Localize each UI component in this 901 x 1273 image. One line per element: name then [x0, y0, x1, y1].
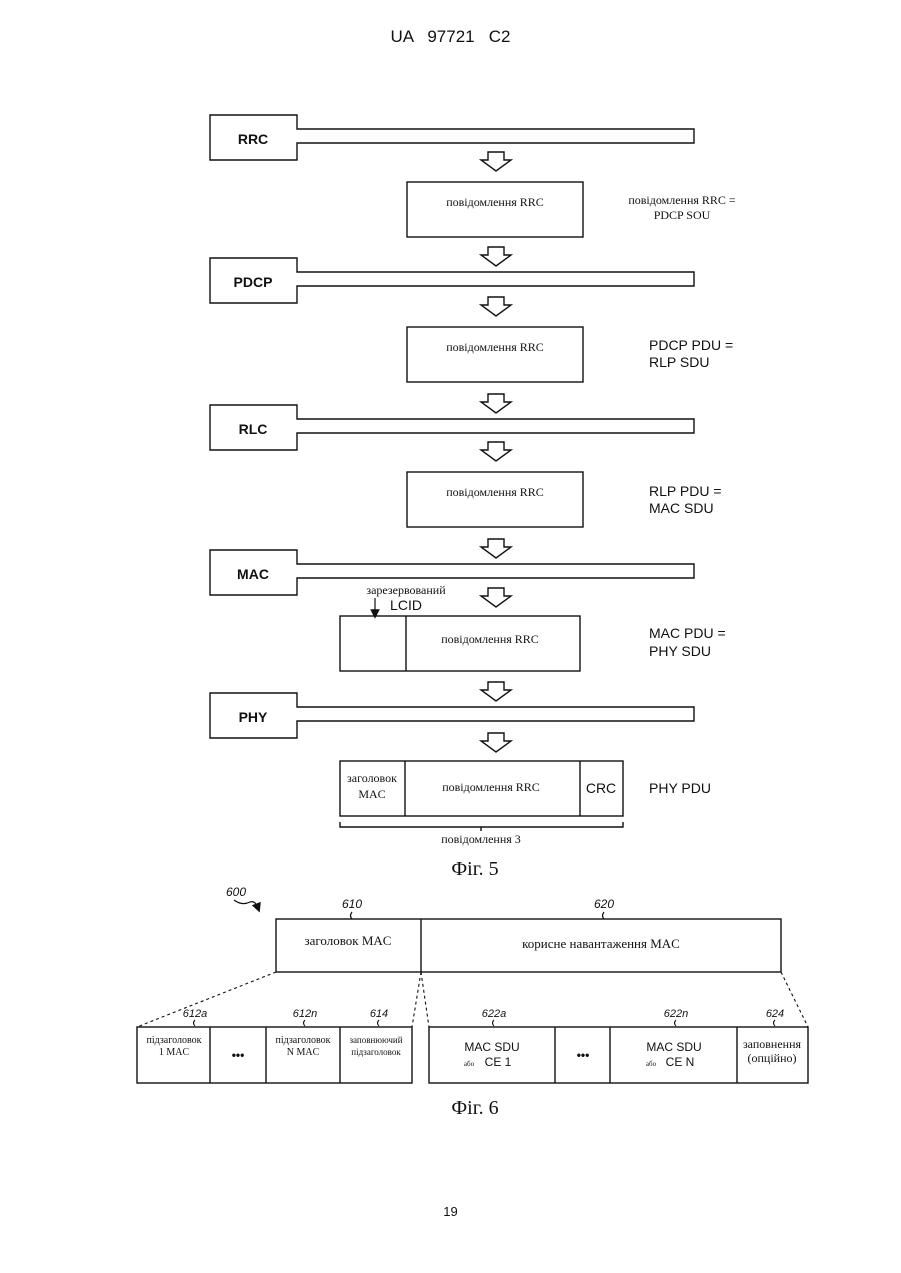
- down-arrow-icon: [481, 442, 511, 461]
- crc-label: CRC: [586, 780, 616, 796]
- figure-caption: Фіг. 6: [451, 1097, 498, 1119]
- payload-label: MAC SDU: [464, 1040, 519, 1054]
- payload-label: CE N: [666, 1055, 695, 1069]
- message-box: [407, 472, 583, 527]
- reference-tick: [774, 1020, 776, 1026]
- down-arrow-icon: [481, 394, 511, 413]
- message-label: повідомлення RRC: [446, 340, 544, 354]
- reference-number: 612n: [293, 1008, 317, 1020]
- brace-label: повідомлення 3: [441, 832, 521, 846]
- box-note: повідомлення RRC =: [628, 193, 736, 207]
- page-number: 19: [0, 1204, 901, 1219]
- ellipsis-icon: •••: [232, 1048, 245, 1062]
- figure-6: 600 610 620 заголовок MAC корисне навантажен…: [137, 885, 808, 1119]
- subheader-label: 1 MAC: [159, 1047, 190, 1058]
- layer-label: PHY: [239, 709, 268, 725]
- figure-5: RRC PDCP RLC MAC PHY повідомлення RRC повідомл…: [210, 115, 736, 880]
- reference-tick: [675, 1020, 677, 1026]
- down-arrow-icon: [481, 152, 511, 171]
- expansion-line: [781, 972, 808, 1027]
- mac-payload-label: корисне навантаження MAC: [522, 936, 680, 951]
- box-note: PDCP PDU =: [649, 337, 733, 353]
- box-note: MAC SDU: [649, 500, 714, 516]
- expansion-line: [421, 972, 429, 1027]
- subheader-label: заповнюючий: [349, 1035, 402, 1045]
- reference-number: 622n: [664, 1008, 688, 1020]
- reference-number: 624: [766, 1008, 784, 1020]
- payload-label: MAC SDU: [646, 1040, 701, 1054]
- subheader-label: N MAC: [287, 1047, 320, 1058]
- message-box: [407, 327, 583, 382]
- reference-number: 610: [342, 897, 362, 911]
- message-label: повідомлення RRC: [441, 632, 539, 646]
- reference-number: 600: [226, 885, 246, 899]
- layer-label: RLC: [239, 421, 268, 437]
- message-label: повідомлення RRC: [446, 485, 544, 499]
- reference-tick: [493, 1020, 495, 1026]
- ellipsis-icon: •••: [577, 1048, 590, 1062]
- down-arrow-icon: [481, 247, 511, 266]
- reference-number: 614: [370, 1008, 388, 1020]
- layer-box: [210, 115, 694, 160]
- layer-label: MAC: [237, 566, 269, 582]
- layer-label: PDCP: [234, 274, 273, 290]
- down-arrow-icon: [481, 733, 511, 752]
- payload-label: CE 1: [485, 1055, 512, 1069]
- reference-number: 612a: [183, 1008, 207, 1020]
- or-label: або: [464, 1060, 475, 1068]
- layer-label: RRC: [238, 131, 268, 147]
- reference-tick: [351, 912, 353, 919]
- reference-tick: [378, 1020, 380, 1026]
- reference-tick: [304, 1020, 306, 1026]
- box-note: MAC PDU =: [649, 625, 726, 641]
- expansion-line: [412, 972, 421, 1027]
- down-arrow-icon: [481, 682, 511, 701]
- padding-label: (опційно): [747, 1051, 796, 1065]
- reference-number: 622a: [482, 1008, 506, 1020]
- message-box: [407, 182, 583, 237]
- figure-caption: Фіг. 5: [451, 858, 498, 880]
- layer-box: [210, 258, 694, 303]
- reference-arrow: [234, 900, 258, 908]
- reference-tick: [194, 1020, 196, 1026]
- layer-box: [210, 550, 694, 595]
- box-note: RLP PDU =: [649, 483, 722, 499]
- box-note: PDCP SOU: [654, 208, 711, 222]
- or-label: або: [646, 1060, 657, 1068]
- message-label: повідомлення RRC: [446, 195, 544, 209]
- padding-label: заповнення: [743, 1037, 802, 1051]
- down-arrow-icon: [481, 297, 511, 316]
- layer-box: [210, 405, 694, 450]
- reserved-label: LCID: [390, 597, 422, 613]
- layer-box: [210, 693, 694, 738]
- brace: [340, 822, 623, 827]
- reserved-label: зарезервований: [366, 583, 446, 597]
- box-note: RLP SDU: [649, 354, 709, 370]
- subheader-label: підзаголовок: [147, 1035, 202, 1046]
- subheader-label: підзаголовок: [351, 1047, 401, 1057]
- box-note: PHY PDU: [649, 780, 711, 796]
- subheader-label: підзаголовок: [276, 1035, 331, 1046]
- phy-payload-label: повідомлення RRC: [442, 780, 540, 794]
- phy-header-label: MAC: [358, 787, 385, 801]
- reference-number: 620: [594, 897, 614, 911]
- box-note: PHY SDU: [649, 643, 711, 659]
- down-arrow-icon: [481, 539, 511, 558]
- reference-tick: [603, 912, 605, 919]
- mac-header-label: заголовок MAC: [305, 933, 392, 948]
- down-arrow-icon: [481, 588, 511, 607]
- phy-header-label: заголовок: [347, 771, 397, 785]
